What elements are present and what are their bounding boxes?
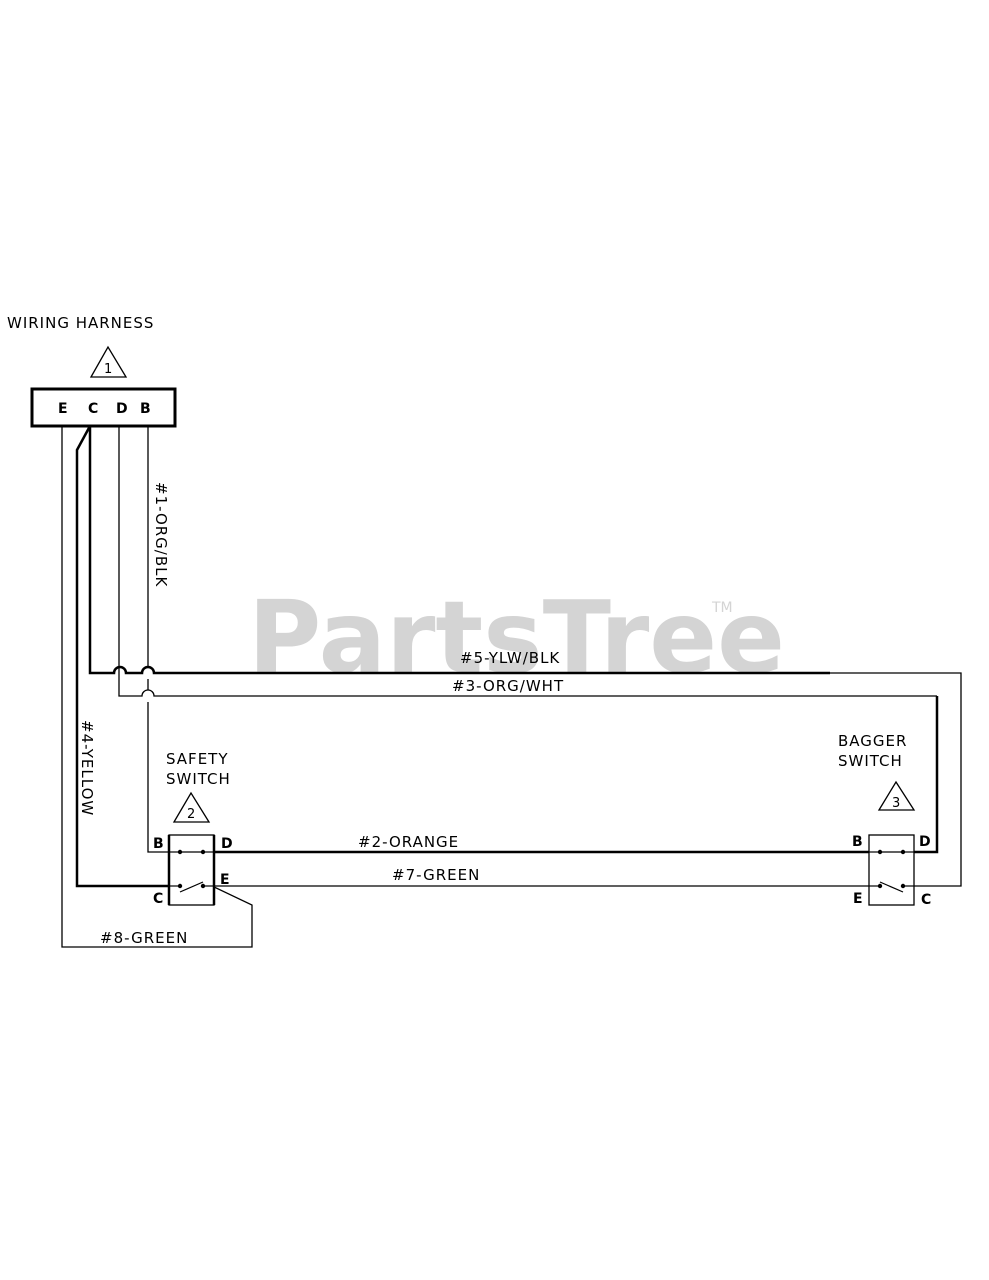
wire-5-ylw-blk — [88, 426, 830, 675]
bagger-switch-callout-number: 3 — [892, 796, 900, 811]
wire-label-8: #8-GREEN — [100, 929, 188, 947]
safety-switch-title-2: SWITCH — [166, 770, 231, 788]
wire-label-4: #4-YELLOW — [78, 720, 96, 816]
watermark-trademark: TM — [711, 600, 733, 616]
harness-connector — [30, 387, 177, 428]
wire-8-green — [61, 426, 253, 948]
bagger-pin-e: E — [853, 891, 863, 907]
safety-switch-title-1: SAFETY — [166, 750, 229, 768]
safety-pin-e: E — [220, 872, 230, 888]
watermark-logo: PartsTree — [248, 579, 785, 696]
safety-pin-c: C — [153, 891, 163, 907]
bagger-switch-title-2: SWITCH — [838, 752, 903, 770]
safety-pin-d: D — [221, 836, 233, 852]
safety-switch-callout: 2 — [172, 791, 211, 823]
safety-switch — [167, 834, 216, 906]
wire-label-5: #5-YLW/BLK — [460, 649, 560, 667]
wire-3-org-wht — [118, 426, 937, 697]
harness-title: WIRING HARNESS — [7, 314, 154, 332]
wire-5-ylw-blk-return — [830, 672, 962, 887]
wire-label-2: #2-ORANGE — [358, 833, 459, 851]
wire-label-3: #3-ORG/WHT — [452, 677, 564, 695]
wire-3-org-wht-drop — [912, 696, 939, 854]
bagger-switch-title-1: BAGGER — [838, 732, 907, 750]
harness-callout-number: 1 — [104, 362, 112, 377]
bagger-switch — [868, 834, 915, 906]
wire-label-1: #1-ORG/BLK — [152, 482, 170, 587]
safety-switch-callout-number: 2 — [187, 807, 195, 822]
harness-pin-e: E — [58, 401, 68, 417]
wire-label-7: #7-GREEN — [392, 866, 480, 884]
wire-1-org-blk — [147, 426, 172, 853]
harness-pin-c: C — [88, 401, 98, 417]
harness-pin-d: D — [116, 401, 128, 417]
bagger-pin-d: D — [919, 834, 931, 850]
safety-pin-b: B — [153, 836, 164, 852]
wire-4-yellow — [75, 425, 172, 888]
harness-callout: 1 — [89, 345, 128, 378]
bagger-pin-b: B — [852, 834, 863, 850]
bagger-pin-c: C — [921, 892, 931, 908]
bagger-switch-callout: 3 — [877, 780, 916, 811]
harness-pin-b: B — [140, 401, 151, 417]
